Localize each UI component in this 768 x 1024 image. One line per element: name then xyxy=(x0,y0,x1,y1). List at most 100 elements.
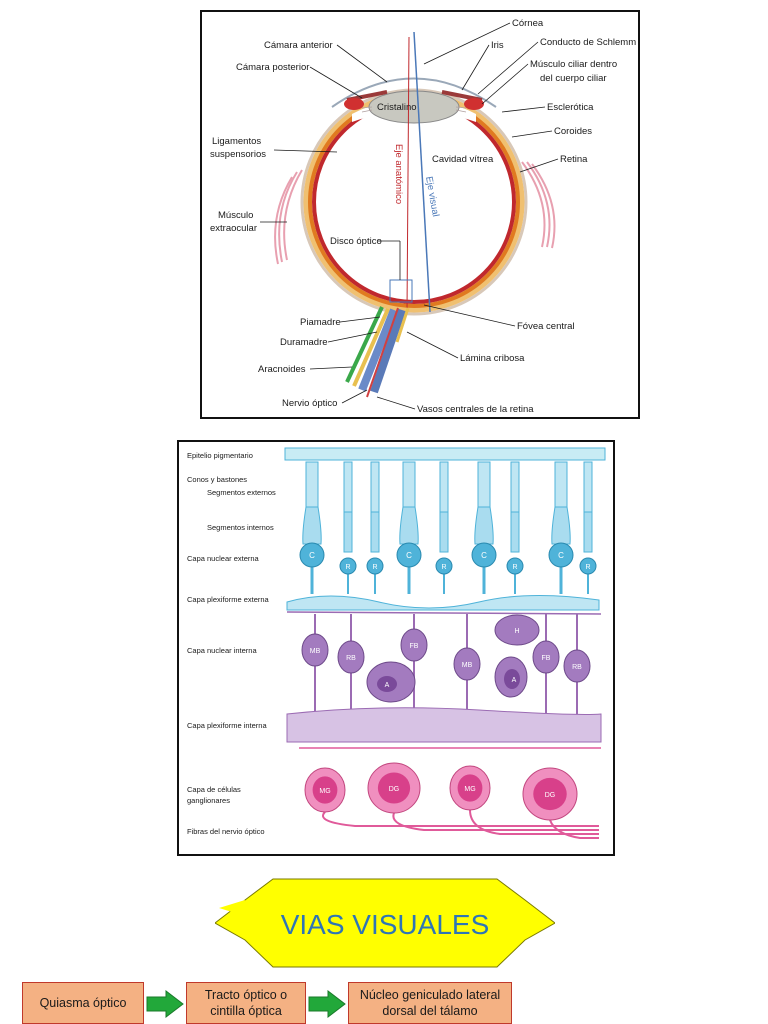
optic-nerve-bundle xyxy=(345,306,410,398)
optic-disc-box xyxy=(389,279,413,303)
label-vitreous: Cavidad vítrea xyxy=(432,154,494,165)
anatomic-axis-line xyxy=(406,36,410,313)
label-duramater: Duramadre xyxy=(280,337,328,348)
cone-outer-segment xyxy=(402,461,416,508)
midget-bipolar-cell-body xyxy=(301,633,329,667)
rod-bipolar-cell-body xyxy=(337,640,365,674)
cornea-shape xyxy=(331,77,497,108)
diffuse-ganglion-axon xyxy=(549,819,599,839)
label-anterior-chamber: Cámara anterior xyxy=(264,40,333,51)
layer-inner-plexiform: Capa plexiforme interna xyxy=(187,721,267,730)
flat-bipolar-label: FB xyxy=(542,655,551,662)
label-lamina: Lámina cribosa xyxy=(460,353,525,364)
rod-outer-segment xyxy=(583,461,593,513)
rod-cell-body xyxy=(579,557,597,575)
midget-ganglion-axon xyxy=(322,811,599,827)
layer-optic-fibers: Fibras del nervio óptico xyxy=(187,827,265,836)
visual-axis-line xyxy=(413,31,431,313)
layer-outer-plexiform: Capa plexiforme externa xyxy=(187,595,270,604)
rod-cell-body xyxy=(366,557,384,575)
midget-bipolar-label: MB xyxy=(310,648,321,655)
flat-bipolar-cell-body xyxy=(532,640,560,674)
label-ciliary-muscle-1: Músculo ciliar dentro xyxy=(530,59,617,70)
cone-outer-segment xyxy=(305,461,319,508)
rod-label: R xyxy=(345,564,350,571)
leader-lines xyxy=(260,22,559,410)
rod-label: R xyxy=(512,564,517,571)
flow-step-lgn: Núcleo geniculado lateral dorsal del tála… xyxy=(348,982,512,1024)
cone-label: C xyxy=(481,551,487,560)
cone-inner-segment xyxy=(551,506,571,545)
label-retina: Retina xyxy=(560,154,588,165)
label-optic-nerve: Nervio óptico xyxy=(282,398,337,409)
eye-anatomy-svg: Córnea Iris Conducto de Schlemm Cámara a… xyxy=(210,18,636,415)
rod-inner-segment xyxy=(510,511,520,553)
layer-inner-nuclear: Capa nuclear interna xyxy=(187,646,257,655)
rod-label: R xyxy=(441,564,446,571)
green-arrow-icon xyxy=(146,990,184,1018)
rod-label: R xyxy=(585,564,590,571)
title-banner: VIAS VISUALES xyxy=(214,878,556,968)
cone-label: C xyxy=(309,551,315,560)
horizontal-label: H xyxy=(514,628,519,635)
label-choroid: Coroides xyxy=(554,126,592,137)
midget-ganglion-nucleus xyxy=(457,774,483,802)
label-vessels: Vasos centrales de la retina xyxy=(417,404,534,415)
label-ligaments-2: suspensorios xyxy=(210,149,266,160)
rod-outer-segment xyxy=(370,461,380,513)
amacrine-label: A xyxy=(385,682,390,689)
label-extraocular-2: extraocular xyxy=(210,223,257,234)
layer-ganglion-1: Capa de células xyxy=(187,785,241,794)
cone-inner-segment xyxy=(474,506,494,545)
diffuse-ganglion-label: DG xyxy=(389,786,400,793)
midget-ganglion-label: MG xyxy=(319,788,330,795)
suspensory-ligaments xyxy=(361,106,467,113)
cone-inner-segment xyxy=(399,506,419,545)
midget-ganglion-axon xyxy=(469,809,599,835)
cone-label: C xyxy=(406,551,412,560)
midget-bipolar-label: MB xyxy=(462,662,473,669)
label-iris: Iris xyxy=(491,40,504,51)
diffuse-ganglion-nucleus xyxy=(377,772,411,804)
flow-step-optic-tract-line2: cintilla óptica xyxy=(210,1004,282,1018)
label-lens: Cristalino xyxy=(377,102,417,113)
rod-outer-segment xyxy=(439,461,449,513)
inner-plexiform-band xyxy=(286,707,602,743)
rod-cell-body xyxy=(435,557,453,575)
midget-bipolar-cell-body xyxy=(453,647,481,681)
label-fovea: Fóvea central xyxy=(517,321,575,332)
layer-outer-segments: Segmentos externos xyxy=(207,488,276,497)
midget-ganglion-nucleus xyxy=(312,776,338,804)
flow-step-lgn-line2: dorsal del tálamo xyxy=(382,1004,478,1018)
flow-step-chiasm-label: Quiasma óptico xyxy=(39,995,127,1010)
rod-bipolar-label: RB xyxy=(346,655,356,662)
horizontal-cell-body xyxy=(494,614,540,646)
label-extraocular-1: Músculo xyxy=(218,210,253,221)
extraocular-muscle-left xyxy=(274,169,303,265)
diffuse-ganglion-label: DG xyxy=(545,792,556,799)
layer-pigment: Epitelio pigmentario xyxy=(187,451,253,460)
extraocular-muscle-right xyxy=(521,161,556,249)
rod-cell-body xyxy=(506,557,524,575)
label-optic-disc: Disco óptico xyxy=(330,236,382,247)
cone-label: C xyxy=(558,551,564,560)
cone-cell-body xyxy=(548,542,574,568)
layer-outer-nuclear: Capa nuclear externa xyxy=(187,554,260,563)
cone-cell-body xyxy=(396,542,422,568)
flow-step-lgn-line1: Núcleo geniculado lateral xyxy=(359,987,501,1002)
rod-label: R xyxy=(372,564,377,571)
rod-inner-segment xyxy=(370,511,380,553)
rod-inner-segment xyxy=(439,511,449,553)
eye-anatomy-diagram: Córnea Iris Conducto de Schlemm Cámara a… xyxy=(200,10,640,419)
cone-inner-segment xyxy=(302,506,322,545)
diffuse-ganglion-nucleus xyxy=(533,777,567,811)
midget-ganglion-label: MG xyxy=(464,786,475,793)
flat-bipolar-label: FB xyxy=(410,643,419,650)
sclera-outer xyxy=(300,88,528,316)
cone-cell-body xyxy=(471,542,497,568)
amacrine-nucleus-1 xyxy=(377,676,397,692)
rod-outer-segment xyxy=(343,461,353,513)
